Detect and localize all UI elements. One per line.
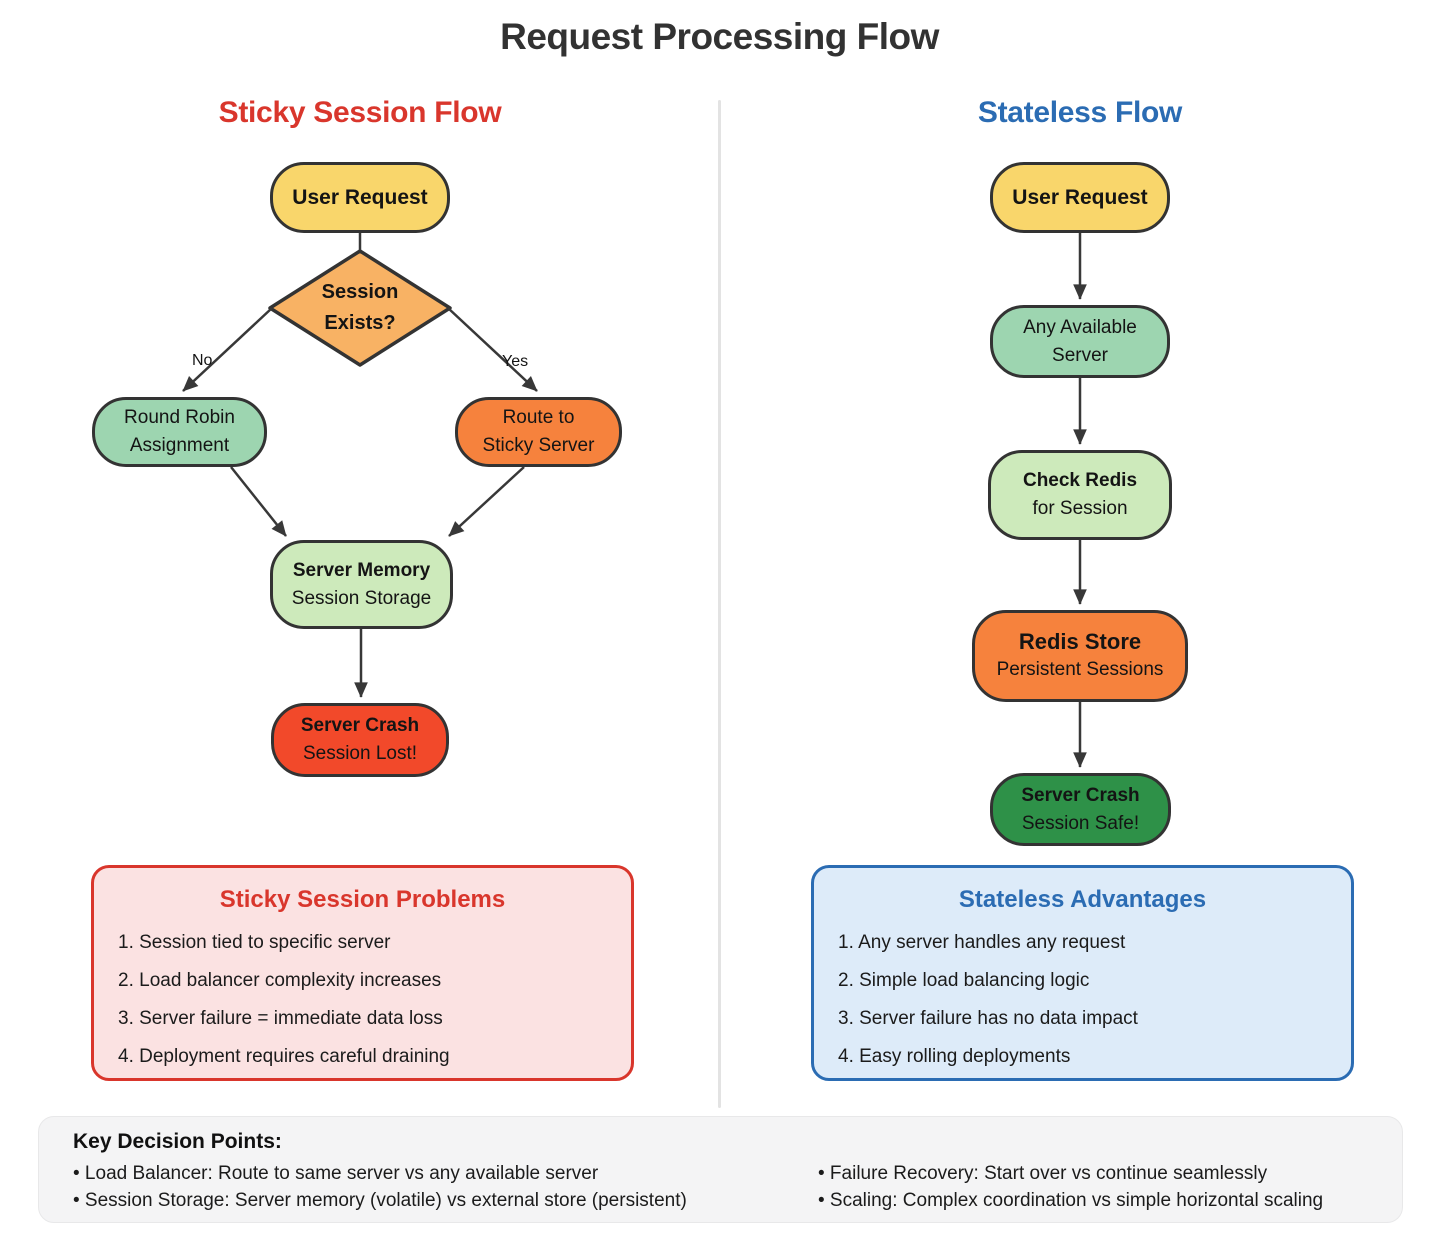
edge-no-arrow	[182, 307, 273, 392]
stateless-advantages-panel: Stateless Advantages 1. Any server handl…	[811, 865, 1354, 1081]
node-label: User Request	[1012, 185, 1148, 209]
node-label: Server Crash	[300, 715, 420, 736]
edge-roundrobin-servermemory	[230, 466, 287, 537]
edge-routesticky-servermemory	[448, 466, 525, 537]
keypoints-right-column: • Failure Recovery: Start over vs contin…	[818, 1160, 1323, 1214]
node-label: Server Crash	[1021, 784, 1140, 806]
node-label: Check Redis	[1022, 470, 1138, 491]
node-any-available-server: Any Available Server	[990, 305, 1170, 378]
node-route-to-sticky-server: Route to Sticky Server	[455, 397, 622, 467]
node-label: User Request	[292, 185, 428, 209]
node-label: Any Available	[1023, 316, 1137, 338]
node-label: Redis Store	[1018, 629, 1142, 654]
node-round-robin-assignment: Round Robin Assignment	[92, 397, 267, 467]
node-label: Exists?	[324, 312, 396, 334]
keypoints-columns: • Load Balancer: Route to same server vs…	[73, 1160, 1368, 1214]
heading-sticky-session-flow: Sticky Session Flow	[218, 96, 502, 129]
node-redis-store: Redis Store Persistent Sessions	[972, 610, 1188, 702]
node-label: Route to	[502, 407, 575, 428]
problem-item: 2. Load balancer complexity increases	[118, 970, 442, 991]
panel-title: Stateless Advantages	[958, 886, 1207, 913]
column-divider	[718, 100, 721, 1108]
edge-label-yes: Yes	[502, 353, 529, 370]
advantage-item: 1. Any server handles any request	[838, 932, 1126, 953]
node-label: Session Safe!	[1021, 812, 1140, 834]
edge-yes-arrow	[447, 307, 538, 392]
problem-item: 4. Deployment requires careful draining	[118, 1046, 450, 1067]
node-label: for Session	[1032, 498, 1128, 519]
problem-item: 3. Server failure = immediate data loss	[118, 1008, 443, 1029]
keypoint-item: • Session Storage: Server memory (volati…	[73, 1190, 687, 1211]
keypoints-left-column: • Load Balancer: Route to same server vs…	[73, 1160, 818, 1214]
node-label: Server	[1052, 344, 1108, 366]
node-label: Session	[321, 281, 399, 303]
edge-label-no: No	[192, 352, 213, 369]
heading-stateless-flow: Stateless Flow	[977, 96, 1183, 129]
node-session-exists-decision: Session Exists?	[280, 277, 440, 339]
node-label: Session Lost!	[302, 743, 418, 764]
node-label: Persistent Sessions	[996, 659, 1164, 680]
node-server-crash-session-lost: Server Crash Session Lost!	[271, 703, 449, 777]
node-user-request-left: User Request	[270, 162, 450, 233]
node-server-memory: Server Memory Session Storage	[270, 540, 453, 629]
node-label: Assignment	[129, 435, 230, 456]
node-label: Round Robin	[124, 407, 235, 428]
node-label: Server Memory	[292, 559, 431, 581]
node-label: Session Storage	[291, 587, 432, 609]
page-title: Request Processing Flow	[500, 16, 939, 57]
node-user-request-right: User Request	[990, 162, 1170, 233]
node-label: Sticky Server	[482, 435, 595, 456]
problem-item: 1. Session tied to specific server	[118, 932, 391, 953]
keypoints-title: Key Decision Points:	[73, 1130, 282, 1153]
keypoint-item: • Failure Recovery: Start over vs contin…	[818, 1163, 1268, 1184]
advantage-item: 3. Server failure has no data impact	[838, 1008, 1138, 1029]
advantage-item: 4. Easy rolling deployments	[838, 1046, 1071, 1067]
node-server-crash-session-safe: Server Crash Session Safe!	[990, 773, 1171, 846]
keypoint-item: • Scaling: Complex coordination vs simpl…	[818, 1190, 1324, 1211]
node-check-redis: Check Redis for Session	[988, 450, 1172, 540]
panel-title: Sticky Session Problems	[219, 886, 506, 913]
key-decision-points-panel: Key Decision Points: • Load Balancer: Ro…	[38, 1116, 1403, 1223]
keypoint-item: • Load Balancer: Route to same server vs…	[73, 1163, 599, 1184]
sticky-session-problems-panel: Sticky Session Problems 1. Session tied …	[91, 865, 634, 1081]
advantage-item: 2. Simple load balancing logic	[838, 970, 1090, 991]
